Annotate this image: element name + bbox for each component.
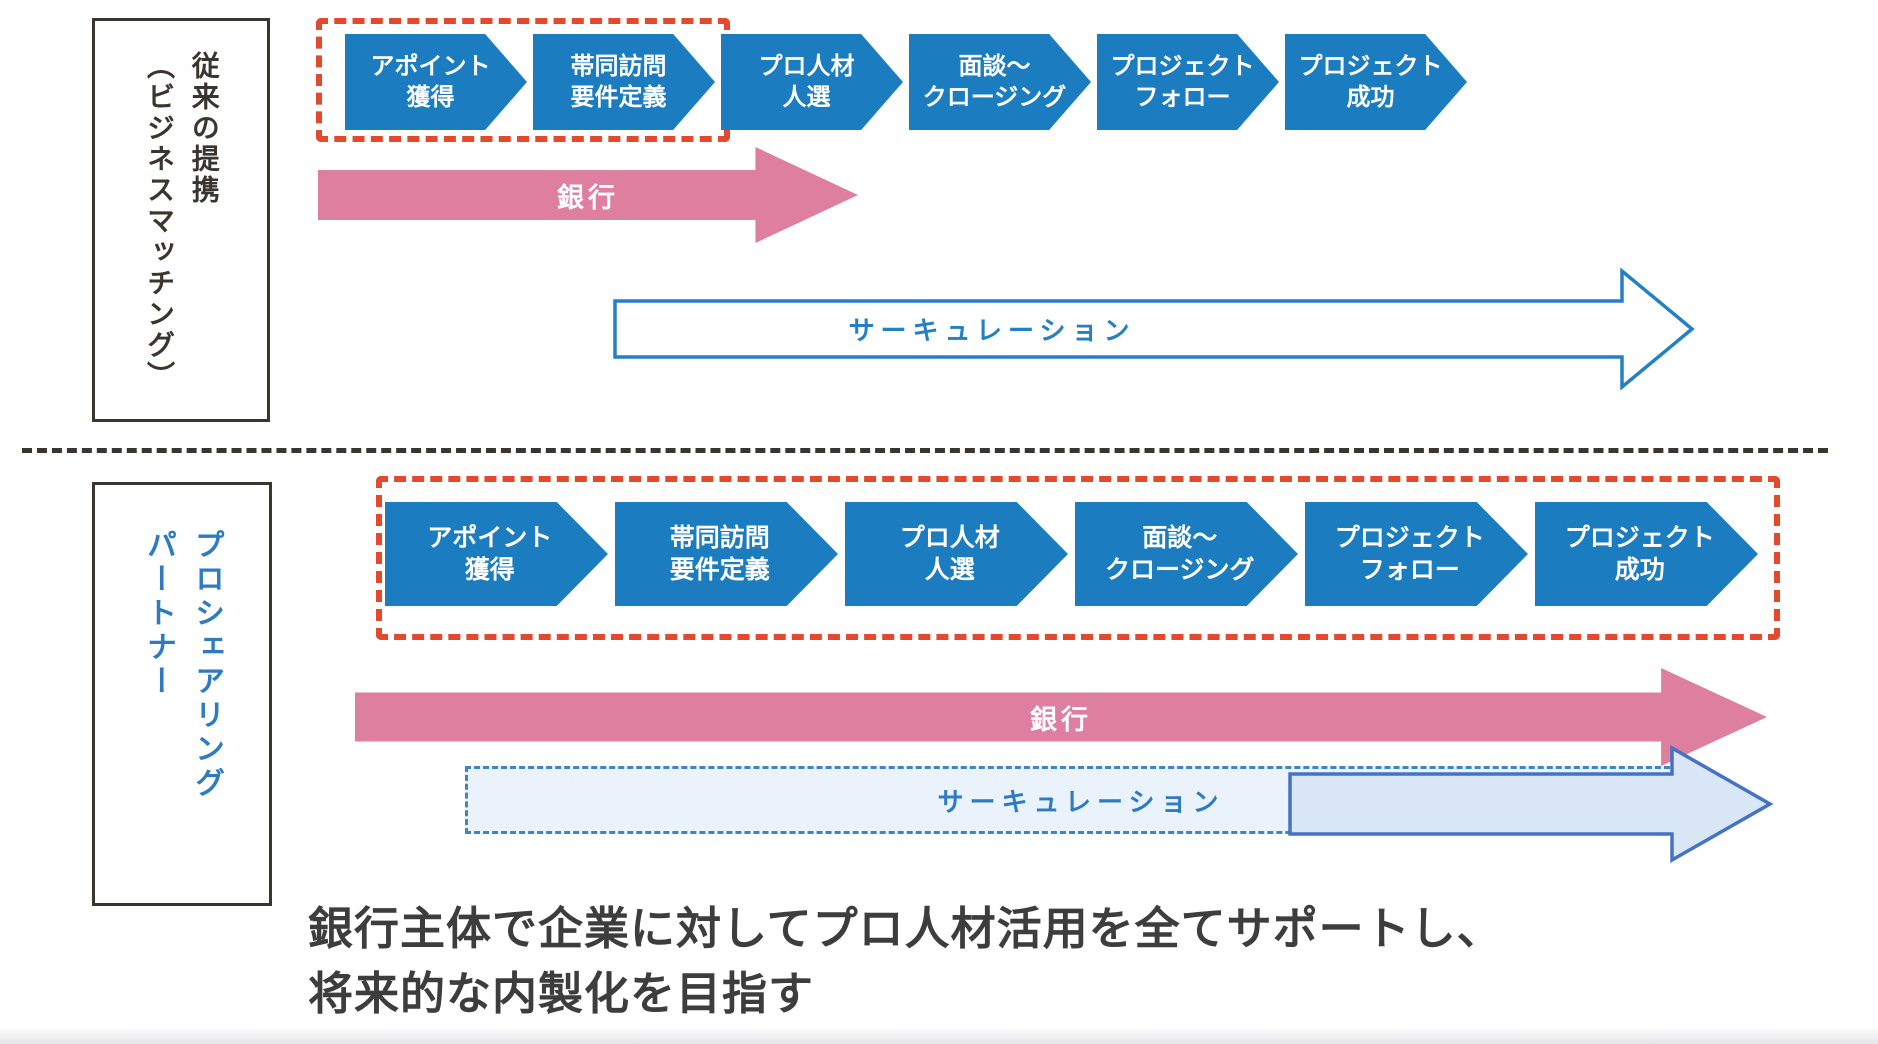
section-divider (22, 448, 1828, 453)
step-success-bottom: プロジェクト 成功 (1535, 502, 1758, 606)
step-appointment-top: アポイント 獲得 (345, 34, 527, 130)
row-label-traditional-text: 従来の提携 （ビジネスマッチング） (144, 51, 220, 392)
row-label-box-traditional: 従来の提携 （ビジネスマッチング） (92, 18, 270, 422)
caption-line-1: 銀行主体で企業に対してプロ人材活用を全てサポートし、 (308, 903, 1503, 954)
circulation-arrow-top: サーキュレーション (612, 267, 1697, 391)
bank-arrow-label-bottom: 銀行 (1030, 704, 1092, 735)
step-label: プロ人材 人選 (899, 523, 1000, 585)
step-label: 面談～ クロージング (922, 52, 1067, 111)
circulation-label-top: サーキュレーション (848, 315, 1136, 346)
arrow-shape (613, 267, 1695, 391)
step-label: プロジェクト フォロー (1334, 523, 1485, 585)
step-label: プロジェクト フォロー (1110, 52, 1255, 111)
step-visit-bottom: 帯同訪問 要件定義 (615, 502, 838, 606)
step-label: アポイント 獲得 (370, 52, 491, 111)
circulation-label-bottom: サーキュレーション (937, 786, 1225, 817)
step-label: プロジェクト 成功 (1564, 523, 1715, 585)
arrow-shape (1288, 744, 1774, 864)
step-follow-top: プロジェクト フォロー (1097, 34, 1279, 130)
bank-arrow-top: 銀行 (318, 147, 858, 243)
step-visit-top: 帯同訪問 要件定義 (533, 34, 715, 130)
row-label-partner-text: プロシェアリング パートナー (142, 529, 223, 801)
step-success-top: プロジェクト 成功 (1285, 34, 1467, 130)
bottom-fade-band (0, 1026, 1878, 1044)
highlight-frame-bottom (376, 476, 1780, 640)
step-selection-bottom: プロ人材 人選 (845, 502, 1068, 606)
step-appointment-bottom: アポイント 獲得 (385, 502, 608, 606)
step-label: プロジェクト 成功 (1298, 52, 1443, 111)
step-label: アポイント 獲得 (427, 523, 553, 585)
step-label: 面談～ クロージング (1105, 523, 1255, 585)
circulation-solid-arrow-shape (1288, 744, 1774, 864)
step-label: 帯同訪問 要件定義 (669, 523, 770, 585)
bank-arrow-label-top: 銀行 (557, 182, 619, 213)
step-label: プロ人材 人選 (758, 52, 855, 111)
step-interview-top: 面談～ クロージング (909, 34, 1091, 130)
step-label: 帯同訪問 要件定義 (570, 52, 667, 111)
row-label-box-partner: プロシェアリング パートナー (92, 482, 272, 906)
circulation-solid-arrow-bottom (1288, 744, 1774, 864)
step-interview-bottom: 面談～ クロージング (1075, 502, 1298, 606)
caption: 銀行主体で企業に対してプロ人材活用を全てサポートし、 将来的な内製化を目指す (308, 896, 1503, 1027)
step-follow-bottom: プロジェクト フォロー (1305, 502, 1528, 606)
circulation-arrow-outline (613, 267, 1695, 391)
caption-line-2: 将来的な内製化を目指す (308, 968, 815, 1020)
step-selection-top: プロ人材 人選 (721, 34, 903, 130)
